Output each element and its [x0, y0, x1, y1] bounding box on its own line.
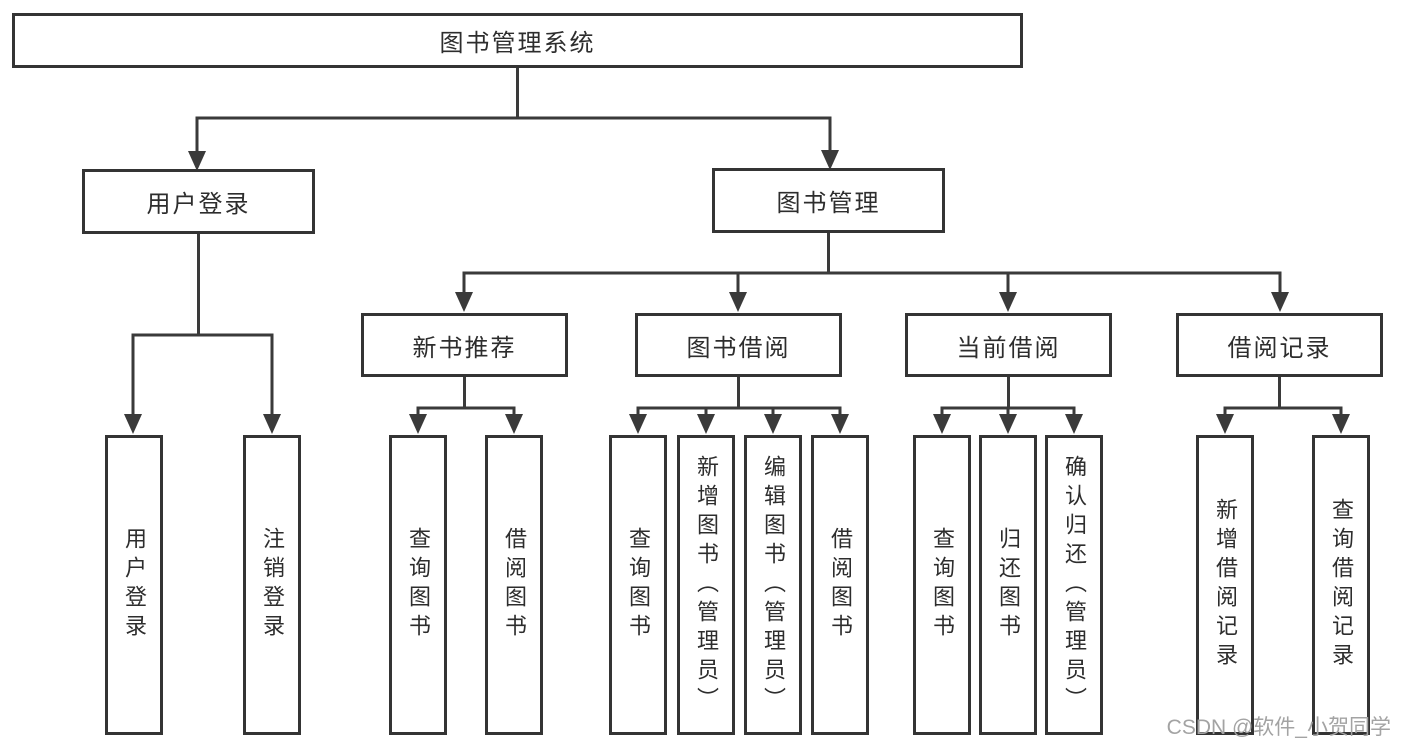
node-current-borrowing-label: 当前借阅: [956, 334, 1061, 362]
node-current-borrowing: 当前借阅: [905, 313, 1112, 377]
leaf-edit-book-admin-label: 编辑图书（管理员）: [761, 454, 786, 716]
node-new-book-recommend: 新书推荐: [361, 313, 568, 377]
leaf-query-books-borrowing: 查询图书: [609, 435, 667, 735]
leaf-logout: 注销登录: [243, 435, 301, 735]
leaf-query-borrow-record-label: 查询借阅记录: [1329, 498, 1354, 672]
leaf-query-books-recommend-label: 查询图书: [406, 527, 431, 643]
arrowhead-icons: [124, 150, 1350, 434]
leaf-add-borrow-record: 新增借阅记录: [1196, 435, 1254, 735]
node-borrow-records-label: 借阅记录: [1227, 334, 1332, 362]
node-book-management-module: 图书管理: [712, 168, 945, 233]
node-new-book-recommend-label: 新书推荐: [412, 334, 517, 362]
leaf-return-books-label: 归还图书: [996, 527, 1021, 643]
leaf-user-login: 用户登录: [105, 435, 163, 735]
node-book-management-module-label: 图书管理: [776, 190, 881, 217]
leaf-user-login-label: 用户登录: [122, 527, 147, 643]
leaf-query-borrow-record: 查询借阅记录: [1312, 435, 1370, 735]
leaf-edit-book-admin: 编辑图书（管理员）: [744, 435, 802, 735]
leaf-query-books-current: 查询图书: [913, 435, 971, 735]
node-root-system-label: 图书管理系统: [439, 30, 596, 57]
leaf-query-books-borrowing-label: 查询图书: [626, 527, 651, 643]
leaf-confirm-return-admin: 确认归还（管理员）: [1045, 435, 1103, 735]
leaf-add-book-admin-label: 新增图书（管理员）: [694, 454, 719, 716]
node-book-borrowing: 图书借阅: [635, 313, 842, 377]
leaf-return-books: 归还图书: [979, 435, 1037, 735]
node-user-login-module-label: 用户登录: [146, 191, 251, 218]
leaf-confirm-return-admin-label: 确认归还（管理员）: [1062, 454, 1087, 716]
leaf-logout-label: 注销登录: [260, 527, 285, 643]
leaf-borrow-books-recommend-label: 借阅图书: [502, 527, 527, 643]
leaf-query-books-current-label: 查询图书: [930, 527, 955, 643]
node-user-login-module: 用户登录: [82, 169, 315, 234]
node-borrow-records: 借阅记录: [1176, 313, 1383, 377]
leaf-add-borrow-record-label: 新增借阅记录: [1213, 498, 1238, 672]
leaf-borrow-books: 借阅图书: [811, 435, 869, 735]
leaf-add-book-admin: 新增图书（管理员）: [677, 435, 735, 735]
node-root-system: 图书管理系统: [12, 13, 1023, 68]
leaf-borrow-books-label: 借阅图书: [828, 527, 853, 643]
leaf-query-books-recommend: 查询图书: [389, 435, 447, 735]
node-book-borrowing-label: 图书借阅: [686, 334, 791, 362]
csdn-watermark: CSDN @软件_小贺同学: [1166, 716, 1391, 739]
leaf-borrow-books-recommend: 借阅图书: [485, 435, 543, 735]
